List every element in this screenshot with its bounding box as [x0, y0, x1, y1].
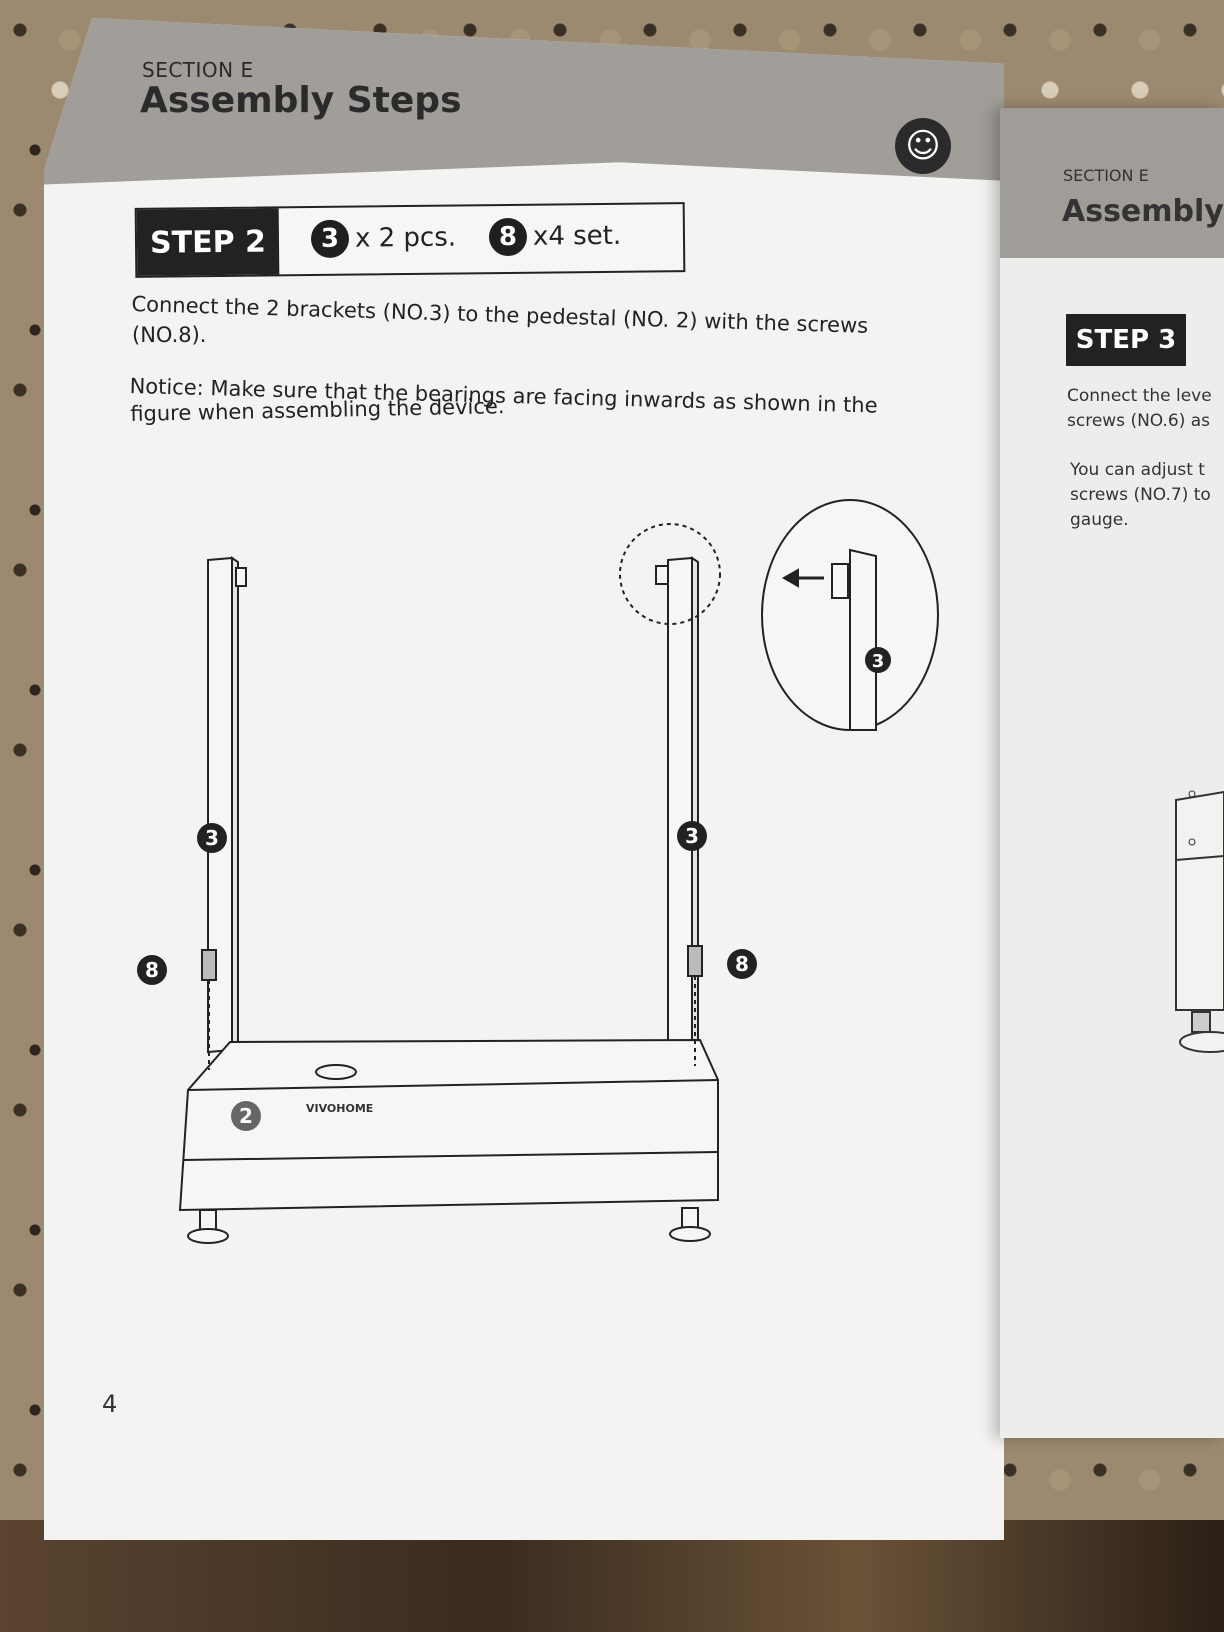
step-3-label: STEP 3 — [1066, 314, 1186, 366]
part-badge: 3 — [310, 219, 350, 259]
part-label: 3 — [205, 826, 219, 850]
part-badge — [197, 823, 227, 853]
right-text-line-1: Connect the leve — [1067, 386, 1212, 406]
left-screw — [201, 949, 217, 981]
pedestal-base — [178, 1038, 719, 1212]
step-2-header: STEP 2 3 x 2 pcs. 8 x4 set. — [134, 202, 686, 278]
detail-highlight — [619, 523, 721, 625]
right-text-line-5: gauge. — [1070, 510, 1129, 530]
part-badge: 8 — [488, 217, 528, 257]
smiley-icon: ☺ — [895, 118, 951, 174]
part-badge — [231, 1101, 261, 1131]
part-label: 2 — [239, 1104, 253, 1128]
part-badge — [137, 955, 167, 985]
step-label: STEP 2 — [136, 208, 280, 276]
instruction-line-2: (NO.8). — [132, 323, 207, 347]
right-text-line-4: screws (NO.7) to — [1070, 485, 1211, 505]
part-badge — [727, 949, 757, 979]
right-text-line-2: screws (NO.6) as — [1067, 411, 1211, 431]
right-bracket — [667, 556, 693, 1054]
right-section-label: SECTION E — [1063, 166, 1149, 185]
part-3-quantity: 3 x 2 pcs. — [310, 219, 457, 259]
step-3-diagram-fragment — [1175, 790, 1224, 1053]
page-number: 4 — [102, 1390, 118, 1418]
part-label: 8 — [145, 958, 159, 982]
part-quantity: x4 set. — [532, 220, 622, 252]
right-bearing — [655, 565, 669, 585]
right-header-band — [1000, 108, 1224, 258]
part-8-quantity: 8 x4 set. — [488, 217, 622, 257]
part-label: 3 — [872, 651, 885, 672]
section-label: SECTION E — [142, 58, 254, 82]
section-title: Assembly Steps — [140, 80, 462, 121]
part-label: 8 — [735, 952, 749, 976]
right-screw — [687, 945, 703, 977]
right-page — [1000, 108, 1224, 1438]
part-badge — [677, 821, 707, 851]
brand-label: VIVOHOME — [306, 1102, 373, 1115]
part-quantity: x 2 pcs. — [354, 222, 457, 254]
right-section-title: Assembly — [1062, 194, 1224, 229]
right-text-line-3: You can adjust t — [1070, 460, 1205, 480]
part-label: 3 — [685, 824, 699, 848]
assembly-diagram: 3 3 8 8 2 3 VIVOHOME — [137, 499, 939, 1244]
part-badge — [865, 647, 891, 673]
left-bearing — [235, 567, 247, 587]
